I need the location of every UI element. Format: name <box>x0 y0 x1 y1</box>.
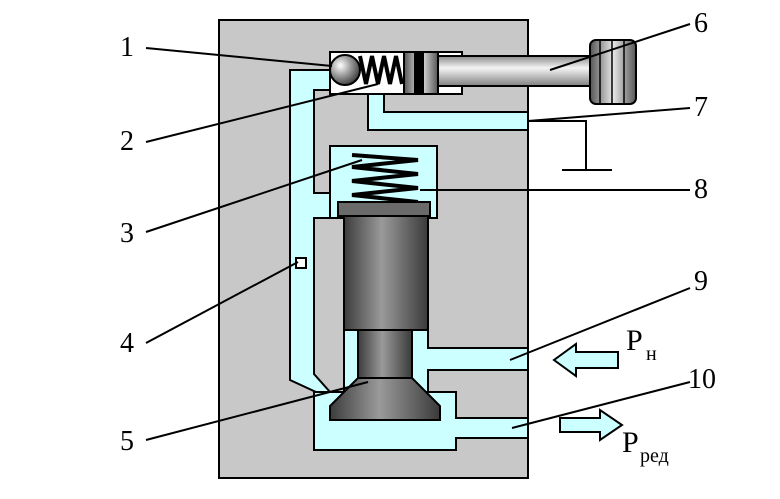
callout-5: 5 <box>120 426 134 457</box>
leader-lines <box>145 23 691 441</box>
callout-4: 4 <box>120 328 134 359</box>
callout-2: 2 <box>120 126 134 157</box>
piston <box>343 215 429 331</box>
valve-disc <box>329 377 441 421</box>
spring-seat <box>337 201 431 217</box>
outlet-pressure-subscript: ред <box>640 445 669 467</box>
tank-symbol <box>528 120 587 170</box>
piston-stem <box>357 329 413 379</box>
main-spring <box>351 153 419 204</box>
drain-channel <box>367 93 529 131</box>
callout-8: 8 <box>694 174 708 205</box>
pilot-spring <box>358 55 404 85</box>
outlet-pressure-symbol: P <box>622 426 639 459</box>
callout-1: 1 <box>120 32 134 63</box>
callout-10: 10 <box>688 364 716 395</box>
outlet-arrow <box>559 408 624 442</box>
adjusting-rod <box>437 55 591 87</box>
callout-7: 7 <box>694 92 708 123</box>
callout-3: 3 <box>120 218 134 249</box>
inlet-arrow <box>552 342 619 378</box>
callout-6: 6 <box>694 8 708 39</box>
pilot-ball <box>329 54 361 86</box>
inlet-pressure-symbol: P <box>626 324 643 357</box>
callout-9: 9 <box>694 266 708 297</box>
inlet-pressure-subscript: н <box>646 343 657 365</box>
